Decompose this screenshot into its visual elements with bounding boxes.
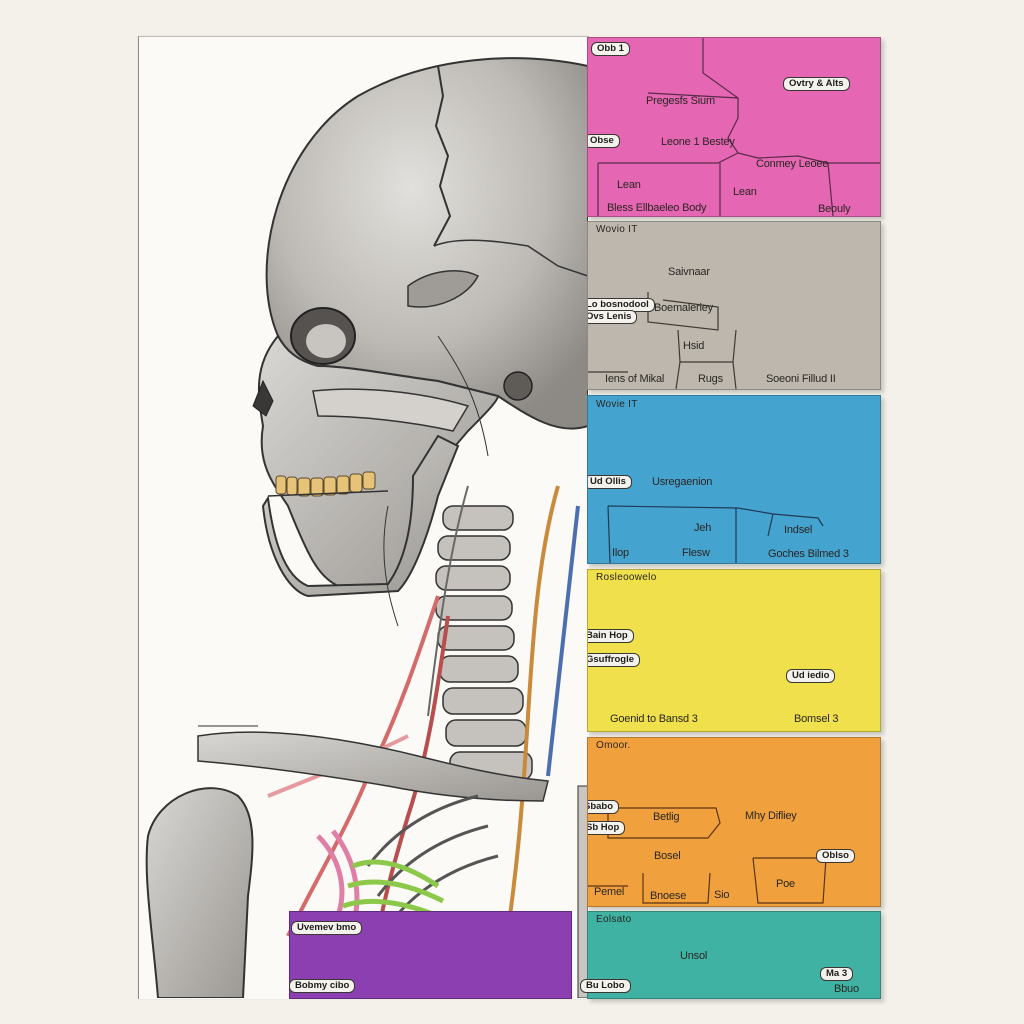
gray-region-borders <box>588 292 737 389</box>
orange-label-4: Pemel <box>594 886 625 898</box>
panel-yellow: Rosleoowelo Bain Hop Gsuffrogle Ud iedio… <box>587 569 881 732</box>
gray-label-5: Rugs <box>698 373 723 385</box>
teal-label-2: Bbuo <box>834 983 859 995</box>
purple-tag-2: Bobmy cibo <box>289 979 356 993</box>
pink-label-5: Lean <box>733 186 757 198</box>
panel-orange: Omoor. Sbabo Sb Hop Oblso Betlig Mhy Dif… <box>587 737 881 907</box>
yellow-tag-3: Ud iedio <box>786 669 836 683</box>
gray-label-1: Saivnaar <box>668 266 710 278</box>
orange-label-5: Bnoese <box>650 890 687 902</box>
pink-tag-2: Ovtry & Alts <box>783 77 850 91</box>
pink-label-4: Lean <box>617 179 641 191</box>
blue-label-2: Jeh <box>694 522 712 534</box>
panel-pink: Obb 1 Ovtry & Alts Obse Pregesfs Sium Le… <box>587 37 881 217</box>
gray-label-4: Iens of Mikal <box>605 373 665 385</box>
panel-gray: Wovio IT Lo bosnodool Ovs Lenis Saivnaar… <box>587 221 881 390</box>
orange-label-7: Poe <box>776 878 795 890</box>
pink-region-borders <box>597 38 880 216</box>
panel-blue: Wovie IT Ud Ollis Usregaenion Jeh Indsel… <box>587 395 881 564</box>
teal-header: Eolsato <box>596 914 632 925</box>
blue-header: Wovie IT <box>596 399 638 410</box>
pink-tag-3: Obse <box>588 134 620 148</box>
blue-label-4: Ilop <box>612 547 629 559</box>
pink-label-6: Bless Ellbaeleo Body <box>607 202 707 214</box>
gray-label-6: Soeoni Fillud II <box>766 373 836 385</box>
yellow-tag-1: Bain Hop <box>588 629 634 643</box>
orange-header: Omoor. <box>596 740 631 751</box>
yellow-label-2: Bomsel 3 <box>794 713 839 725</box>
yellow-tag-2: Gsuffrogle <box>588 653 641 667</box>
panel-teal: Eolsato Unsol Ma 3 Bbuo <box>587 911 881 999</box>
blue-tag-1: Ud Ollis <box>588 475 632 489</box>
gray-label-2: Boemaleriey <box>654 302 713 314</box>
blue-label-1: Usregaenion <box>652 476 713 488</box>
purple-tag-1: Uvemev bmo <box>291 921 363 935</box>
gray-header: Wovio IT <box>596 224 638 235</box>
gray-tag-2: Ovs Lenis <box>588 310 638 324</box>
pink-label-2: Leone 1 Bestey <box>661 136 735 148</box>
blue-label-3: Indsel <box>784 524 813 536</box>
blue-label-6: Goches Bilmed 3 <box>768 548 849 560</box>
orange-label-1: Betlig <box>653 811 680 823</box>
clavicle <box>197 731 549 802</box>
teal-label-1: Unsol <box>680 950 708 962</box>
pink-tag-1: Obb 1 <box>591 42 630 56</box>
orange-label-6: Sio <box>714 889 730 901</box>
mandible <box>261 434 460 598</box>
teal-tag-2: Ma 3 <box>820 967 854 981</box>
pink-label-3: Conmey Leoee <box>756 158 829 170</box>
cervical-spine <box>435 505 533 781</box>
yellow-label-1: Goenid to Bansd 3 <box>610 713 698 725</box>
blue-label-5: Flesw <box>682 547 710 559</box>
orange-label-3: Bosel <box>654 850 681 862</box>
pink-label-7: Beouly <box>818 203 851 215</box>
orange-tag-3: Oblso <box>816 849 855 863</box>
orange-tag-1: Sbabo <box>588 800 620 814</box>
teeth <box>275 471 376 497</box>
skeleton-illustration <box>145 57 588 998</box>
orange-label-2: Mhy Difliey <box>745 810 797 822</box>
orange-tag-2: Sb Hop <box>588 821 626 835</box>
gray-label-3: Hsid <box>683 340 705 352</box>
yellow-header: Rosleoowelo <box>596 572 657 583</box>
humerus <box>145 787 254 998</box>
blue-region-borders <box>607 505 824 563</box>
pink-label-1: Pregesfs Sium <box>646 95 715 107</box>
orange-region-borders <box>588 807 827 904</box>
teal-tag-1: Bu Lobo <box>580 979 631 993</box>
